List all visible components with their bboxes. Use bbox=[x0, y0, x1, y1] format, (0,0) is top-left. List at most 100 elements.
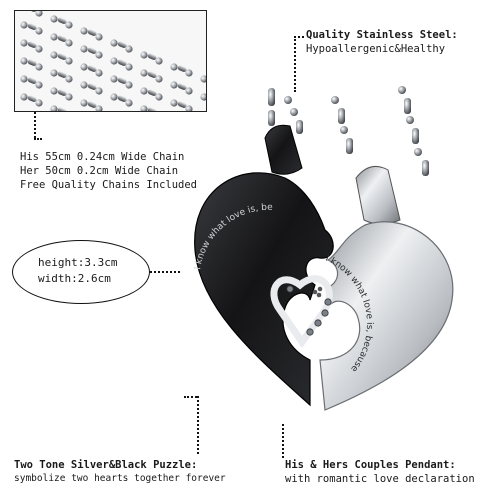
couples-title: His & Hers Couples Pendant: bbox=[285, 459, 456, 471]
puzzle-subtitle: symbolize two hearts together forever bbox=[14, 473, 226, 484]
chain-ball bbox=[35, 63, 43, 71]
silver-pendant-chain bbox=[331, 86, 429, 176]
chain-bar-link bbox=[27, 95, 37, 102]
chain-ball bbox=[110, 75, 118, 83]
chain-ball bbox=[50, 51, 58, 59]
chain-bar-link bbox=[117, 41, 127, 48]
ball-chain-illustration bbox=[20, 11, 206, 111]
chain-ball bbox=[50, 105, 58, 111]
chain-ball bbox=[20, 39, 28, 47]
chain-ball bbox=[140, 87, 148, 95]
silver-bail bbox=[355, 165, 401, 225]
chain-bar-link bbox=[147, 71, 157, 78]
chain-ball bbox=[170, 63, 178, 71]
black-half-heart bbox=[194, 172, 334, 407]
chain-ball bbox=[65, 75, 73, 83]
chain-bar-link bbox=[27, 59, 37, 66]
silver-half-heart bbox=[319, 221, 454, 411]
chain-ball bbox=[125, 99, 133, 107]
chain-bar-link bbox=[57, 71, 67, 78]
dimensions-leader bbox=[150, 271, 180, 273]
chain-bar-link bbox=[117, 77, 127, 84]
chain-ball bbox=[65, 21, 73, 29]
chain-callout: His 55cm 0.24cm Wide Chain Her 50cm 0.2c… bbox=[20, 150, 197, 192]
steel-leader-horizontal bbox=[294, 36, 304, 38]
chain-ball bbox=[185, 87, 193, 95]
dimensions-text: height:3.3cm width:2.6cm bbox=[38, 255, 117, 287]
chain-ball bbox=[20, 93, 28, 101]
chain-bar-link bbox=[87, 47, 97, 54]
chain-bar-link bbox=[27, 77, 37, 84]
gem-row bbox=[286, 285, 332, 336]
chain-bar-link bbox=[27, 23, 37, 30]
chain-ball bbox=[20, 57, 28, 65]
chain-ball bbox=[35, 11, 43, 17]
chain-ball bbox=[35, 27, 43, 35]
chain-ball bbox=[80, 45, 88, 53]
chain-ball bbox=[65, 93, 73, 101]
chain-ball bbox=[95, 105, 103, 111]
chain-ball bbox=[185, 105, 193, 111]
chain-bar-link bbox=[27, 41, 37, 48]
chain-line-2: Her 50cm 0.2cm Wide Chain bbox=[20, 165, 179, 177]
chain-bar-link bbox=[57, 53, 67, 60]
chain-ball bbox=[200, 75, 206, 83]
chain-leader-vertical bbox=[34, 112, 36, 138]
steel-leader-vertical bbox=[294, 36, 296, 92]
chain-bar-link bbox=[117, 95, 127, 102]
chain-bar-link bbox=[147, 53, 157, 60]
chain-line-3: Free Quality Chains Included bbox=[20, 179, 198, 191]
chain-bar-link bbox=[57, 17, 67, 24]
chain-ball bbox=[35, 81, 43, 89]
black-bail bbox=[264, 124, 303, 175]
clover-icon bbox=[312, 286, 323, 298]
chain-line-1: His 55cm 0.24cm Wide Chain bbox=[20, 151, 185, 163]
couples-callout: His & Hers Couples Pendant: with romanti… bbox=[285, 458, 475, 486]
chain-ball bbox=[50, 15, 58, 23]
chain-bar-link bbox=[177, 83, 187, 90]
steel-callout: Quality Stainless Steel: Hypoallergenic&… bbox=[306, 28, 458, 56]
chain-bar-link bbox=[57, 89, 67, 96]
chain-ball bbox=[35, 99, 43, 107]
chain-ball bbox=[50, 33, 58, 41]
chain-ball bbox=[110, 93, 118, 101]
chain-ball bbox=[110, 39, 118, 47]
chain-ball bbox=[200, 93, 206, 101]
dimensions-oval bbox=[12, 240, 150, 304]
chain-bar-link bbox=[87, 29, 97, 36]
chain-ball bbox=[50, 87, 58, 95]
chain-ball bbox=[65, 57, 73, 65]
chain-ball bbox=[95, 69, 103, 77]
steel-subtitle: Hypoallergenic&Healthy bbox=[306, 43, 446, 55]
chain-ball bbox=[95, 87, 103, 95]
chain-ball bbox=[155, 93, 163, 101]
black-pendant-chain bbox=[268, 88, 303, 134]
chain-ball bbox=[50, 69, 58, 77]
chain-bar-link bbox=[147, 89, 157, 96]
chain-ball bbox=[125, 81, 133, 89]
chain-ball bbox=[80, 63, 88, 71]
couples-leader bbox=[282, 424, 284, 458]
chain-bar-link bbox=[117, 59, 127, 66]
steel-title: Quality Stainless Steel: bbox=[306, 29, 458, 41]
chain-ball bbox=[155, 57, 163, 65]
chain-ball bbox=[170, 81, 178, 89]
puzzle-leader-vertical bbox=[197, 396, 199, 454]
width-label: width:2.6cm bbox=[38, 272, 111, 285]
chain-ball bbox=[80, 27, 88, 35]
height-label: height:3.3cm bbox=[38, 256, 118, 269]
chain-bar-link bbox=[177, 65, 187, 72]
chain-ball bbox=[110, 57, 118, 65]
chain-ball bbox=[140, 69, 148, 77]
couples-subtitle: with romantic love declaration bbox=[285, 473, 475, 485]
chain-ball bbox=[35, 45, 43, 53]
chain-ball bbox=[185, 69, 193, 77]
chain-bar-link bbox=[177, 101, 187, 108]
chain-ball bbox=[125, 63, 133, 71]
chain-closeup-image bbox=[14, 10, 207, 112]
chain-ball bbox=[95, 33, 103, 41]
chain-ball bbox=[80, 81, 88, 89]
chain-ball bbox=[140, 105, 148, 111]
chain-bar-link bbox=[87, 83, 97, 90]
chain-ball bbox=[20, 21, 28, 29]
